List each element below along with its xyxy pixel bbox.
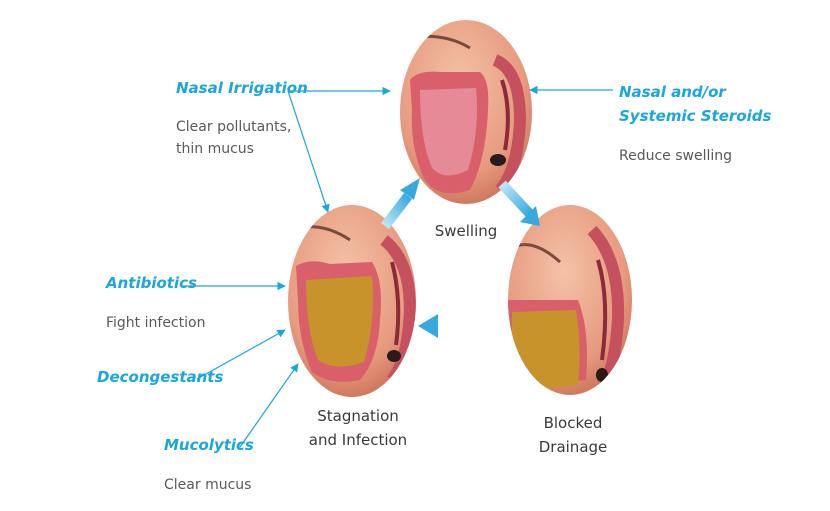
decongestants-title: Decongestants xyxy=(97,368,224,386)
cycle-arrow-icon xyxy=(381,178,420,230)
mucolytics-title: Mucolytics xyxy=(164,436,254,454)
steroids-title-line: Systemic Steroids xyxy=(619,107,772,125)
blocked-drainage-stage-label: Blocked Drainage xyxy=(530,411,616,459)
pointer-arrow-icon xyxy=(287,90,330,213)
steroids-desc: Reduce swelling xyxy=(619,148,733,164)
mucolytics-desc: Clear mucus xyxy=(164,477,252,493)
cycle-arrow-icon xyxy=(498,180,540,226)
blocked-label-line: Drainage xyxy=(538,438,608,456)
nasal-irrigation-desc-line: thin mucus xyxy=(176,141,254,157)
cycle-arrow-icon xyxy=(418,314,504,338)
steroids-title: Nasal and/or Systemic Steroids xyxy=(619,80,771,128)
swelling-sinus-illustration xyxy=(400,20,532,204)
blocked-drainage-sinus-illustration xyxy=(508,205,632,395)
nasal-irrigation-title: Nasal Irrigation xyxy=(176,79,308,97)
antibiotics-title: Antibiotics xyxy=(106,274,197,292)
stagnation-sinus-illustration xyxy=(288,205,416,397)
blocked-label-line: Blocked xyxy=(543,414,603,432)
antibiotics-desc: Fight infection xyxy=(106,315,206,331)
stagnation-label-line: and Infection xyxy=(308,431,408,449)
swelling-stage-label: Swelling xyxy=(434,222,498,240)
nasal-irrigation-desc: Clear pollutants, thin mucus xyxy=(176,116,291,160)
steroids-title-line: Nasal and/or xyxy=(619,83,726,101)
stagnation-label-line: Stagnation xyxy=(317,407,399,425)
pointer-arrow-icon xyxy=(239,363,299,448)
nasal-irrigation-desc-line: Clear pollutants, xyxy=(176,119,292,135)
stagnation-stage-label: Stagnation and Infection xyxy=(296,404,420,452)
pointer-arrow-icon xyxy=(196,329,286,380)
